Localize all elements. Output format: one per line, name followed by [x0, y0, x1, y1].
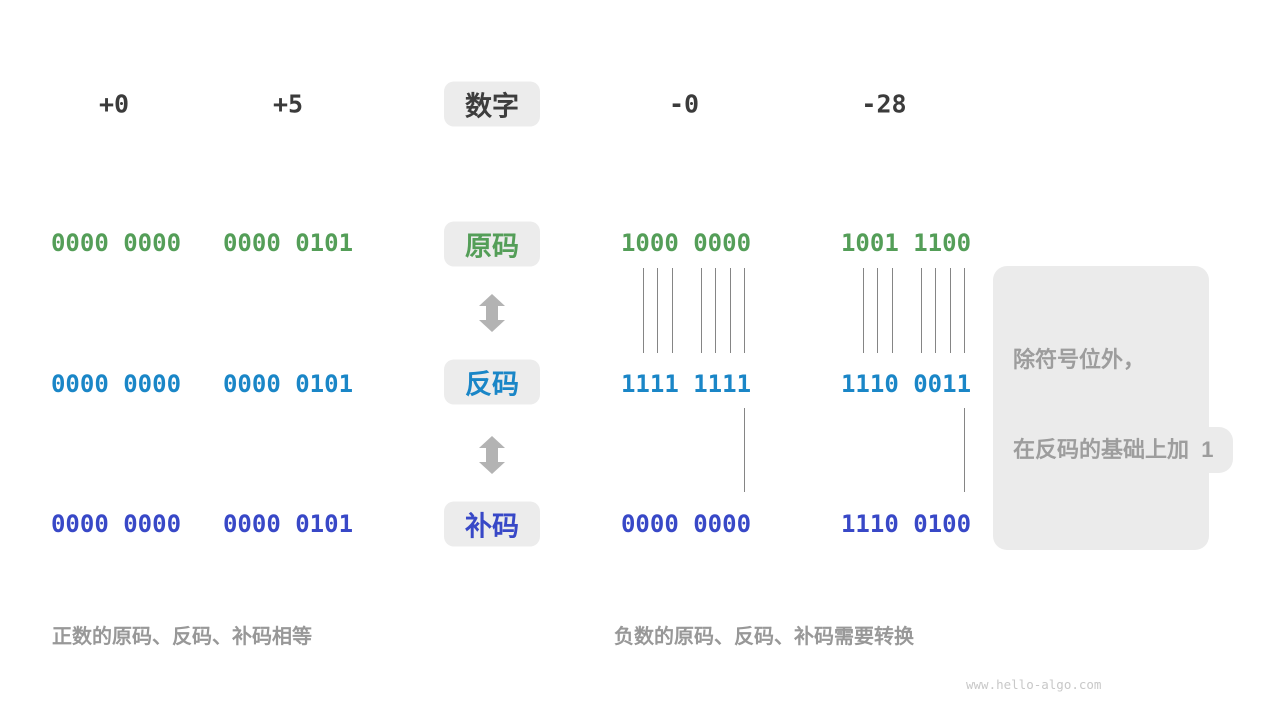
binary-value: 0000 0000	[50, 229, 182, 257]
add-one-line	[964, 408, 965, 492]
binary-value: 1110 0100	[840, 510, 972, 538]
annotation-add-one-note: 在反码的基础上加 1	[993, 427, 1234, 473]
caption-negative: 负数的原码、反码、补码需要转换	[614, 626, 914, 648]
caption-positive: 正数的原码、反码、补码相等	[52, 626, 312, 648]
binary-value: 0000 0000	[50, 510, 182, 538]
binary-value: 1001 1100	[840, 229, 972, 257]
binary-value: 1000 0000	[620, 229, 752, 257]
invert-bit-lines	[862, 268, 966, 353]
binary-value: 0000 0101	[222, 510, 354, 538]
binary-value: 0000 0101	[222, 229, 354, 257]
row-badge-ones-complement: 反码	[444, 359, 540, 405]
annotation-line: 除符号位外，	[1013, 347, 1146, 372]
row-badge-sign-magnitude: 原码	[444, 221, 540, 267]
header-badge-number: 数字	[444, 81, 540, 127]
binary-value: 0000 0000	[620, 510, 752, 538]
double-arrow-icon	[479, 294, 505, 332]
row-badge-twos-complement: 补码	[444, 501, 540, 547]
header-label-plus-five: +5	[272, 89, 304, 119]
header-label-plus-zero: +0	[98, 89, 130, 119]
header-label-minus-zero: -0	[668, 89, 700, 119]
invert-bit-lines	[642, 268, 746, 353]
binary-value: 1110 0011	[840, 370, 972, 398]
binary-value: 0000 0000	[50, 370, 182, 398]
double-arrow-icon	[479, 436, 505, 474]
binary-value: 1111 1111	[620, 370, 752, 398]
header-label-minus-28: -28	[861, 89, 907, 119]
annotation-invert-note: 除符号位外， 对其余所有位取反	[993, 266, 1210, 550]
binary-value: 0000 0101	[222, 370, 354, 398]
watermark: www.hello-algo.com	[966, 677, 1102, 692]
add-one-line	[744, 408, 745, 492]
